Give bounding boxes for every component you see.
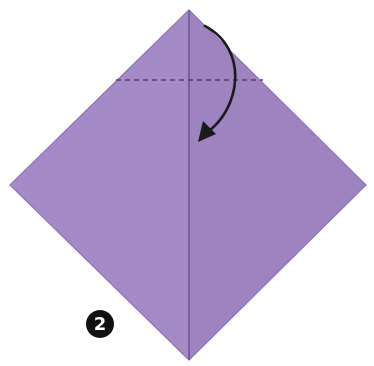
- paper-left-half: [10, 10, 189, 360]
- step-number: 2: [94, 314, 107, 335]
- paper-right-half: [189, 10, 366, 360]
